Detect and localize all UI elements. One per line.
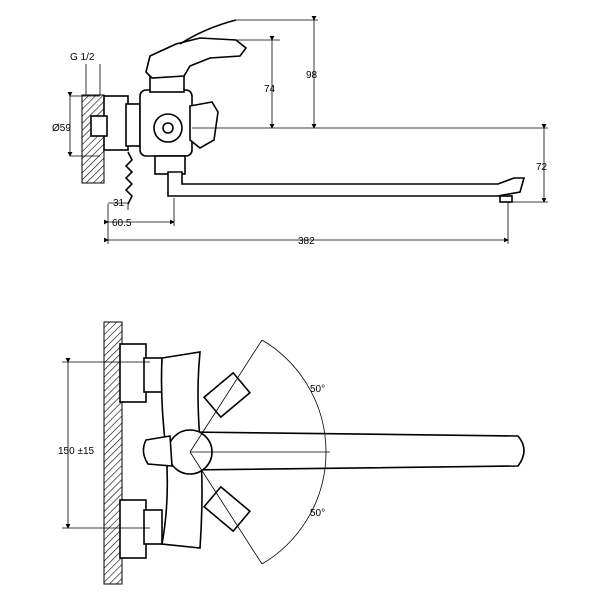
upper-flange <box>119 343 147 403</box>
decorative-flange <box>125 103 141 147</box>
label-150: 150 ±15 <box>58 446 95 457</box>
label-72: 72 <box>536 162 548 173</box>
label-31: 31 <box>113 198 125 209</box>
hose <box>124 151 134 205</box>
aerator <box>499 195 513 203</box>
label-60-5: 60.5 <box>112 218 132 229</box>
upper-nut <box>143 357 163 393</box>
lever-handle-side <box>145 37 248 79</box>
diverter-knob-center <box>162 122 174 134</box>
lever-top-line <box>179 19 237 45</box>
label-thread: G 1/2 <box>70 52 95 63</box>
label-382: 382 <box>298 236 315 247</box>
label-74: 74 <box>264 84 276 95</box>
wall-section-bottom <box>103 321 123 585</box>
lower-nut <box>143 509 163 545</box>
diverter-front <box>142 435 173 467</box>
spout-top-view <box>185 431 525 471</box>
eccentric-nut <box>90 115 108 137</box>
diverter-lever <box>189 101 219 149</box>
front-view: 50° 50° 150 ±15 <box>58 321 525 585</box>
wall-section-top <box>81 94 105 184</box>
spout-side <box>167 171 526 197</box>
label-diameter: Ø59 <box>52 123 71 134</box>
side-view: Ø59 G 1/2 31 60.5 382 74 98 72 <box>52 16 548 247</box>
label-angle-bottom: 50° <box>310 508 325 519</box>
label-angle-top: 50° <box>310 384 325 395</box>
label-98: 98 <box>306 70 318 81</box>
lower-flange <box>119 499 147 559</box>
